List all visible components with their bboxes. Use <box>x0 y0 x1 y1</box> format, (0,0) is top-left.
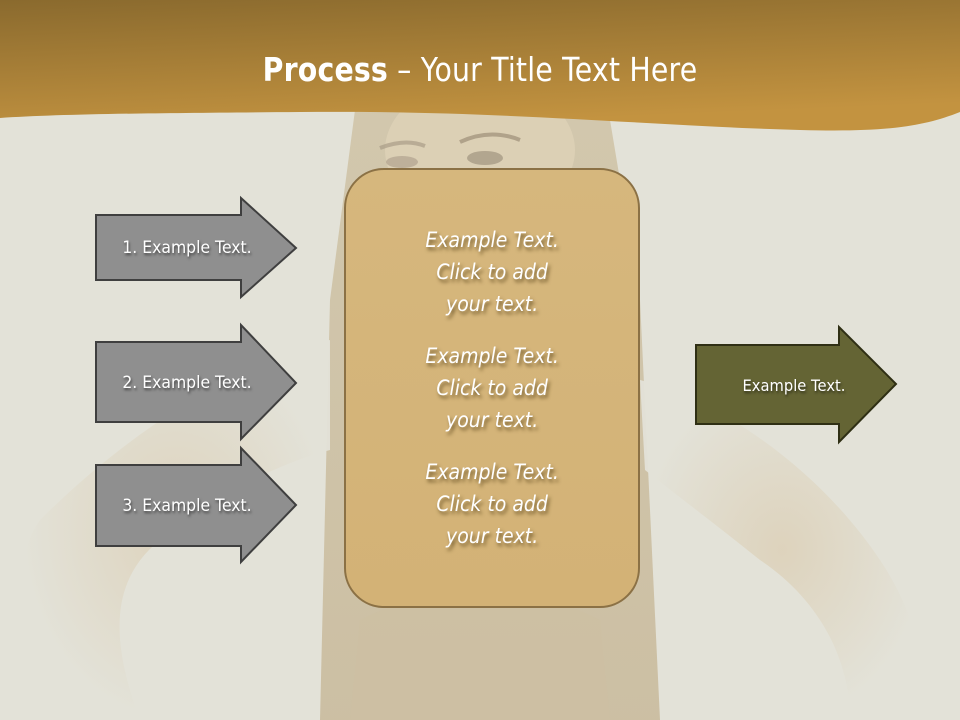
center-text-box[interactable]: Example Text. Click to add your text. Ex… <box>344 168 640 608</box>
left-arrow-3[interactable]: 3. Example Text. <box>95 445 298 565</box>
arrow-right-shape-icon <box>95 445 298 565</box>
title-bold: Process <box>262 50 388 89</box>
arrow-right-shape-icon <box>95 322 298 442</box>
arrow-right-shape-icon <box>695 324 898 445</box>
right-arrow-label: Example Text. <box>742 375 846 395</box>
center-text-item-2[interactable]: Example Text. Click to add your text. <box>425 344 559 432</box>
left-arrow-1-label: 1. Example Text. <box>122 238 252 258</box>
arrow-right-shape-icon <box>95 195 298 300</box>
slide-title: Process – Your Title Text Here <box>67 50 893 89</box>
center-text-item-3[interactable]: Example Text. Click to add your text. <box>425 460 559 548</box>
center-text-item-1[interactable]: Example Text. Click to add your text. <box>425 228 559 316</box>
right-arrow[interactable]: Example Text. <box>695 324 898 445</box>
left-arrow-1[interactable]: 1. Example Text. <box>95 195 298 300</box>
left-arrow-2-label: 2. Example Text. <box>122 372 252 393</box>
header-band <box>0 0 960 131</box>
title-rest: – Your Title Text Here <box>387 50 698 89</box>
left-arrow-2[interactable]: 2. Example Text. <box>95 322 298 442</box>
left-arrow-3-label: 3. Example Text. <box>122 495 252 516</box>
